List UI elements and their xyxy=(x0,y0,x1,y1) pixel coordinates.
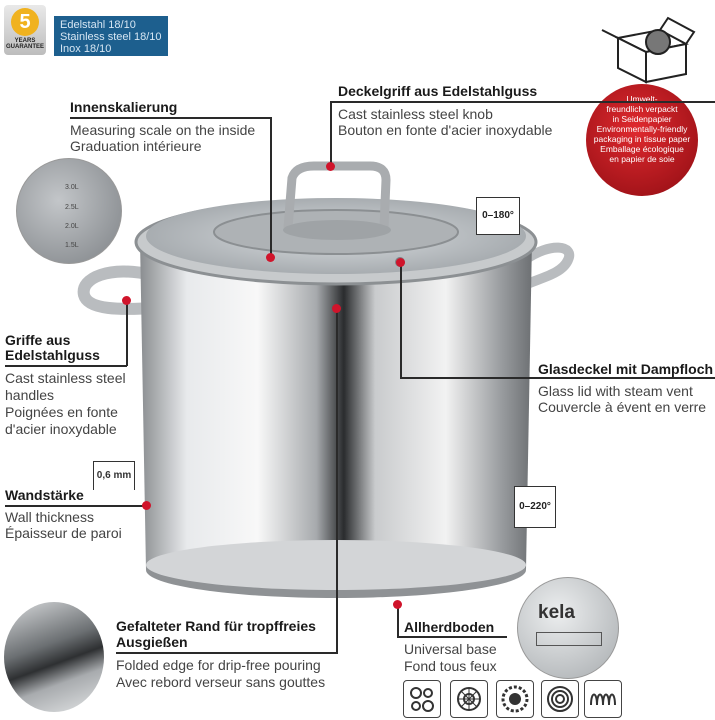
knob-title: Deckelgriff aus Edelstahlguss xyxy=(338,83,538,99)
rim-detail-image xyxy=(4,602,104,712)
base-title: Allherdboden xyxy=(404,619,495,635)
base-stove-strip xyxy=(536,632,602,646)
handles-title-1: Griffe aus xyxy=(5,332,71,348)
eco-line-1: Umwelt- xyxy=(626,94,658,104)
scale-mark-1-5: 1.5L xyxy=(65,242,79,249)
scale-underline xyxy=(70,117,270,119)
base-text-2: Fond tous feux xyxy=(404,658,497,674)
wall-text-2: Épaisseur de paroi xyxy=(5,525,122,541)
lid-marker xyxy=(396,258,405,267)
handles-marker xyxy=(122,296,131,305)
rim-marker xyxy=(332,304,341,313)
eco-box-icon xyxy=(601,16,696,84)
knob-marker xyxy=(326,162,335,171)
eco-line-2: freundlich verpackt xyxy=(606,104,678,114)
handles-text-1: Cast stainless steel xyxy=(5,370,126,386)
scale-leader-line xyxy=(270,117,272,257)
scale-mark-3: 3.0L xyxy=(65,184,79,191)
warranty-years: 5 xyxy=(11,8,39,36)
lid-temp-badge: 0–180° xyxy=(476,197,520,235)
wall-thickness-badge: 0,6 mm xyxy=(93,461,135,490)
handles-underline xyxy=(5,365,127,367)
rim-text-2: Avec rebord verseur sans gouttes xyxy=(116,674,326,690)
wall-title: Wandstärke xyxy=(5,487,84,503)
eco-line-4: Environmentally-friendly xyxy=(596,124,688,134)
scale-mark-2: 2.0L xyxy=(65,223,79,230)
eco-line-6: Emballage écologique xyxy=(600,144,684,154)
lid-text-1: Glass lid with steam vent xyxy=(538,383,693,399)
eco-badge: Umwelt- freundlich verpackt in Seidenpap… xyxy=(586,84,698,196)
rim-underline xyxy=(116,652,338,654)
scale-text-2: Graduation intérieure xyxy=(70,138,202,154)
handles-text-2: handles xyxy=(5,387,55,403)
eco-line-7: en papier de soie xyxy=(609,154,675,164)
rim-text-1: Folded edge for drip-free pouring xyxy=(116,657,321,673)
wall-text-1: Wall thickness xyxy=(5,509,94,525)
handles-leader-line xyxy=(126,300,128,366)
base-underline xyxy=(397,636,507,638)
brand-logo: kela xyxy=(538,602,575,623)
pot-image xyxy=(77,161,575,598)
wall-thickness-value: 0,6 mm xyxy=(96,470,132,481)
handles-text-3: Poignées en fonte xyxy=(5,404,118,420)
lid-title: Glasdeckel mit Dampfloch xyxy=(538,361,714,377)
lid-underline xyxy=(400,377,715,379)
material-line-2: Stainless steel 18/10 xyxy=(60,31,162,43)
warranty-text-1: YEARS xyxy=(14,38,36,44)
gas-icon xyxy=(450,680,488,718)
scale-detail-image: 3.0L 2.5L 2.0L 1.5L xyxy=(16,158,122,264)
rim-title-1: Gefalteter Rand für tropffreies xyxy=(116,618,316,634)
eco-line-3: in Seidenpapier xyxy=(612,114,672,124)
scale-mark-2-5: 2.5L xyxy=(65,204,79,211)
knob-underline xyxy=(330,101,715,103)
knob-text-1: Cast stainless steel knob xyxy=(338,106,493,122)
knob-leader-line xyxy=(330,101,332,167)
handles-title-2: Edelstahlguss xyxy=(5,347,100,363)
halogen-icon xyxy=(541,680,579,718)
base-text-1: Universal base xyxy=(404,641,497,657)
scale-marker xyxy=(266,253,275,262)
warranty-badge: 5 YEARS GUARANTEE xyxy=(4,5,46,55)
lid-text-2: Couvercle à évent en verre xyxy=(538,399,707,415)
material-line-1: Edelstahl 18/10 xyxy=(60,19,136,31)
ceramic-hob-icon xyxy=(403,680,441,718)
material-label: Edelstahl 18/10 Stainless steel 18/10 In… xyxy=(54,16,168,56)
lid-leader-line xyxy=(400,262,402,378)
material-line-3: Inox 18/10 xyxy=(60,43,112,55)
induction-icon xyxy=(584,680,622,718)
scale-text-1: Measuring scale on the inside xyxy=(70,122,256,138)
base-temp-badge: 0–220° xyxy=(514,486,556,528)
scale-title: Innenskalierung xyxy=(70,99,178,115)
base-detail-image: kela xyxy=(517,577,619,679)
wall-underline xyxy=(5,505,147,507)
wall-marker xyxy=(142,501,151,510)
electric-icon xyxy=(496,680,534,718)
base-marker xyxy=(393,600,402,609)
handles-text-4: d'acier inoxydable xyxy=(5,421,117,437)
eco-line-5: packaging in tissue paper xyxy=(593,134,691,144)
rim-title-2: Ausgießen xyxy=(116,634,188,650)
warranty-text-2: GUARANTEE xyxy=(5,44,44,50)
rim-leader-line xyxy=(336,310,338,653)
base-leader-line xyxy=(397,604,399,637)
knob-text-2: Bouton en fonte d'acier inoxydable xyxy=(338,122,553,138)
